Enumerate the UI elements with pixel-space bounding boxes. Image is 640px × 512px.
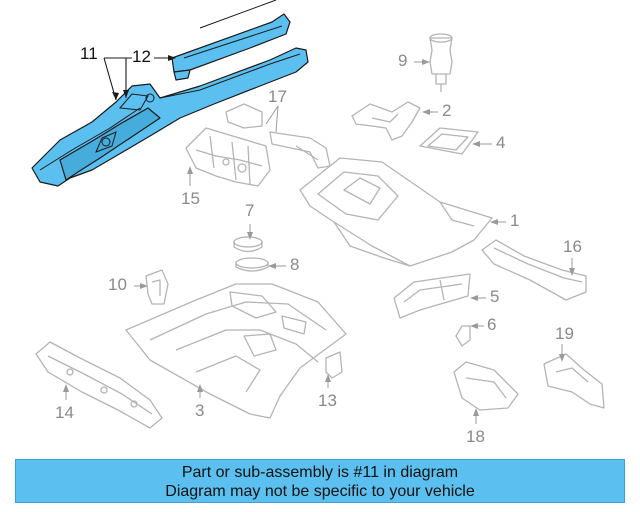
part-19-bracket[interactable] — [543, 353, 605, 409]
part-16-rail[interactable] — [481, 239, 587, 301]
callout-17[interactable]: 17 — [268, 87, 287, 106]
callout-12[interactable]: 12 — [132, 47, 151, 66]
part-14-side-rail[interactable] — [35, 341, 163, 429]
callout-16[interactable]: 16 — [563, 237, 582, 256]
parts-diagram — [31, 0, 605, 429]
banner-line-assembly: Part or sub-assembly is #11 in diagram — [181, 464, 459, 481]
part-18-shield[interactable] — [453, 361, 519, 411]
callout-2[interactable]: 2 — [442, 101, 452, 120]
callout-15[interactable]: 15 — [181, 189, 200, 208]
callout-14[interactable]: 14 — [55, 403, 74, 422]
part-5-rail[interactable] — [393, 273, 471, 319]
callout-8[interactable]: 8 — [290, 255, 300, 274]
part-13-bracket[interactable] — [325, 351, 343, 379]
leader-line-17 — [265, 105, 279, 133]
callout-9[interactable]: 9 — [398, 51, 408, 70]
part-10-bracket[interactable] — [145, 269, 169, 305]
part-6-clip[interactable] — [455, 325, 471, 347]
callout-6[interactable]: 6 — [487, 315, 497, 334]
part-12-rail-upper-side[interactable] — [173, 69, 191, 81]
callout-10[interactable]: 10 — [108, 275, 127, 294]
part-7-plug[interactable] — [233, 236, 263, 253]
part-15-crossmember[interactable] — [185, 127, 271, 187]
part-3-floor-pan[interactable] — [125, 283, 347, 419]
callout-13[interactable]: 13 — [318, 391, 337, 410]
callout-5[interactable]: 5 — [490, 287, 500, 306]
part-2-bracket[interactable] — [351, 101, 421, 141]
callout-3[interactable]: 3 — [195, 401, 205, 420]
part-8-plug[interactable] — [235, 257, 269, 272]
part-11-12-rear-rail-assembly[interactable] — [31, 13, 309, 187]
callout-1[interactable]: 1 — [510, 211, 520, 230]
callout-18[interactable]: 18 — [466, 427, 485, 446]
callout-4[interactable]: 4 — [496, 133, 506, 152]
callout-19[interactable]: 19 — [555, 324, 574, 343]
part-17-bracket[interactable] — [225, 103, 331, 169]
info-banner: Part or sub-assembly is #11 in diagram D… — [15, 459, 625, 503]
callout-7[interactable]: 7 — [245, 201, 255, 220]
part-9-jack[interactable] — [429, 33, 453, 92]
part-1-rear-floor[interactable] — [299, 157, 493, 267]
banner-line-disclaimer: Diagram may not be specific to your vehi… — [165, 483, 475, 500]
callout-11[interactable]: 11 — [80, 44, 98, 63]
part-4-plate[interactable] — [419, 127, 479, 155]
